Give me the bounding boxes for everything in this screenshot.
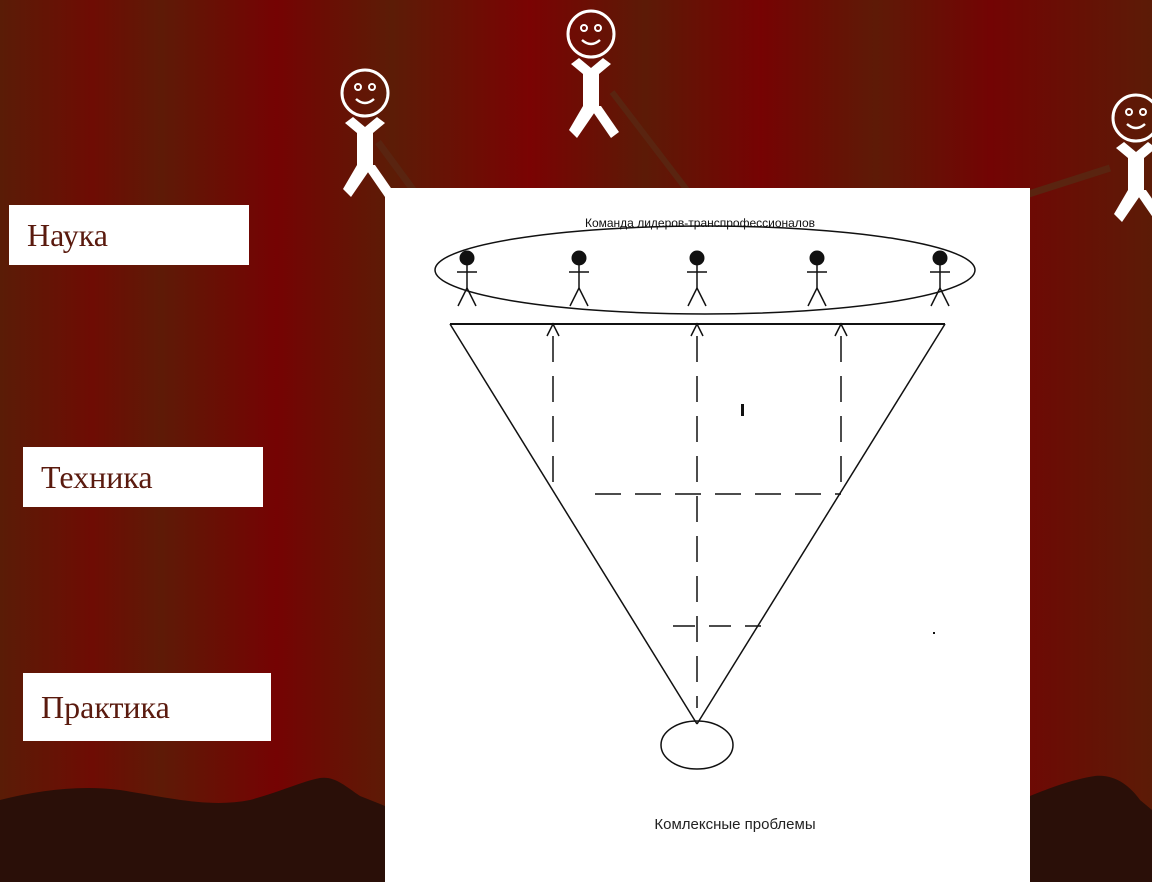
speck	[933, 632, 935, 634]
team-member-icon	[687, 250, 707, 307]
speck	[741, 404, 744, 416]
label-science: Наука	[9, 205, 249, 265]
hill-silhouette-left	[0, 777, 385, 882]
team-member-icon	[930, 250, 950, 307]
funnel-left-side	[449, 323, 698, 725]
label-science-text: Наука	[27, 217, 108, 253]
problems-caption: Комлексные проблемы	[654, 816, 816, 833]
pointer-line-middle	[609, 90, 693, 196]
person-icon	[566, 9, 619, 138]
hill-silhouette-right	[1030, 775, 1152, 882]
label-practice-text: Практика	[41, 689, 170, 725]
team-member-icon	[807, 250, 827, 307]
person-icon	[1111, 93, 1152, 222]
label-technique: Техника	[23, 447, 263, 507]
label-technique-text: Техника	[41, 459, 153, 495]
problems-ellipse	[660, 720, 734, 770]
label-practice: Практика	[23, 673, 271, 741]
team-caption: Команда лидеров-транспрофессионалов	[584, 216, 816, 230]
team-member-icon	[457, 250, 477, 307]
diagram-panel: Команда лидеров-транспрофессионалов Комл…	[385, 188, 1030, 882]
team-member-icon	[569, 250, 589, 307]
team-members	[457, 250, 950, 307]
dashed-arrows	[546, 322, 848, 708]
funnel-right-side	[696, 323, 946, 725]
person-icon	[340, 68, 393, 197]
team-ellipse	[434, 225, 976, 315]
funnel-diagram	[434, 225, 976, 770]
